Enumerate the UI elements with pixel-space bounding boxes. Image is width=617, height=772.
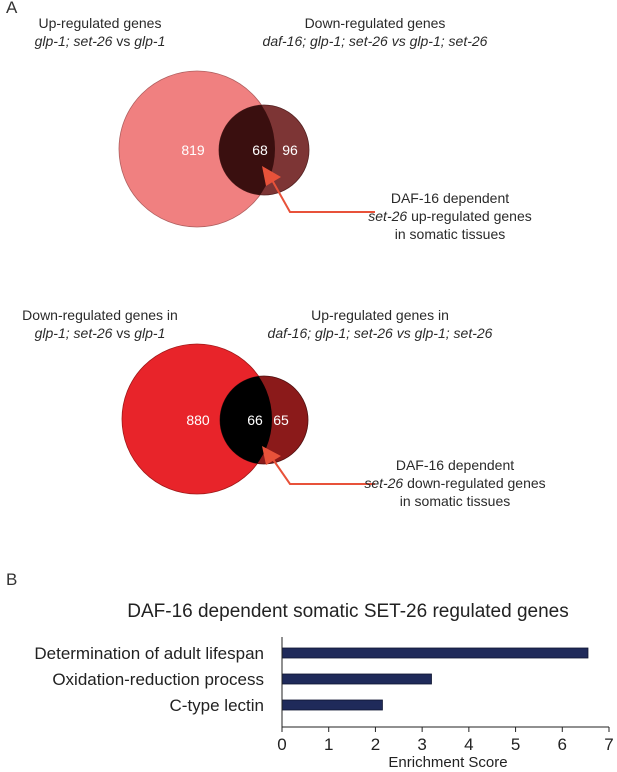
venn-top-right-count: 96 xyxy=(282,142,298,158)
category-label: Determination of adult lifespan xyxy=(34,644,264,663)
venn-top-overlap-count: 68 xyxy=(252,142,268,158)
bar xyxy=(281,673,432,685)
x-axis-label: Enrichment Score xyxy=(388,754,507,771)
category-label: Oxidation-reduction process xyxy=(52,670,264,689)
venn-bottom-left-title: Down-regulated genes in glp-1; set-26 vs… xyxy=(22,307,178,341)
venn-bottom-callout-line xyxy=(271,457,375,485)
panel-label-a: A xyxy=(6,0,18,17)
enrichment-bar-chart: DAF-16 dependent somatic SET-26 regulate… xyxy=(34,601,613,771)
venn-bottom-right-title: Up-regulated genes in daf-16; glp-1; set… xyxy=(267,307,493,341)
panel-label-b: B xyxy=(6,570,18,589)
x-tick-label: 2 xyxy=(371,735,380,754)
venn-top-callout: DAF-16 dependent set-26 up-regulated gen… xyxy=(368,190,532,242)
bar xyxy=(281,699,383,711)
venn-bottom-right-count: 65 xyxy=(273,412,289,428)
x-tick-label: 1 xyxy=(324,735,333,754)
venn-bottom-callout: DAF-16 dependent set-26 down-regulated g… xyxy=(364,457,546,509)
bar xyxy=(281,647,589,659)
venn-top-right-title: Down-regulated genes daf-16; glp-1; set-… xyxy=(262,15,488,49)
venn-top-left-count: 819 xyxy=(181,142,205,158)
venn-diagrams: 819 68 96 880 66 65 xyxy=(118,70,375,495)
chart-title: DAF-16 dependent somatic SET-26 regulate… xyxy=(127,601,569,622)
venn-top-callout-line xyxy=(271,179,375,213)
x-tick-label: 6 xyxy=(558,735,567,754)
x-tick-label: 3 xyxy=(417,735,426,754)
category-label: C-type lectin xyxy=(170,696,264,715)
venn-bottom-callout-arrowhead xyxy=(262,446,281,465)
x-tick-label: 5 xyxy=(511,735,520,754)
venn-top-left-title: Up-regulated genes glp-1; set-26 vs glp-… xyxy=(34,15,166,49)
x-tick-label: 4 xyxy=(464,735,473,754)
x-tick-label: 7 xyxy=(604,735,613,754)
venn-bottom-overlap-count: 66 xyxy=(247,412,263,428)
venn-bottom-left-count: 880 xyxy=(186,412,210,428)
x-tick-label: 0 xyxy=(277,735,286,754)
venn-top-callout-arrowhead xyxy=(262,166,281,186)
